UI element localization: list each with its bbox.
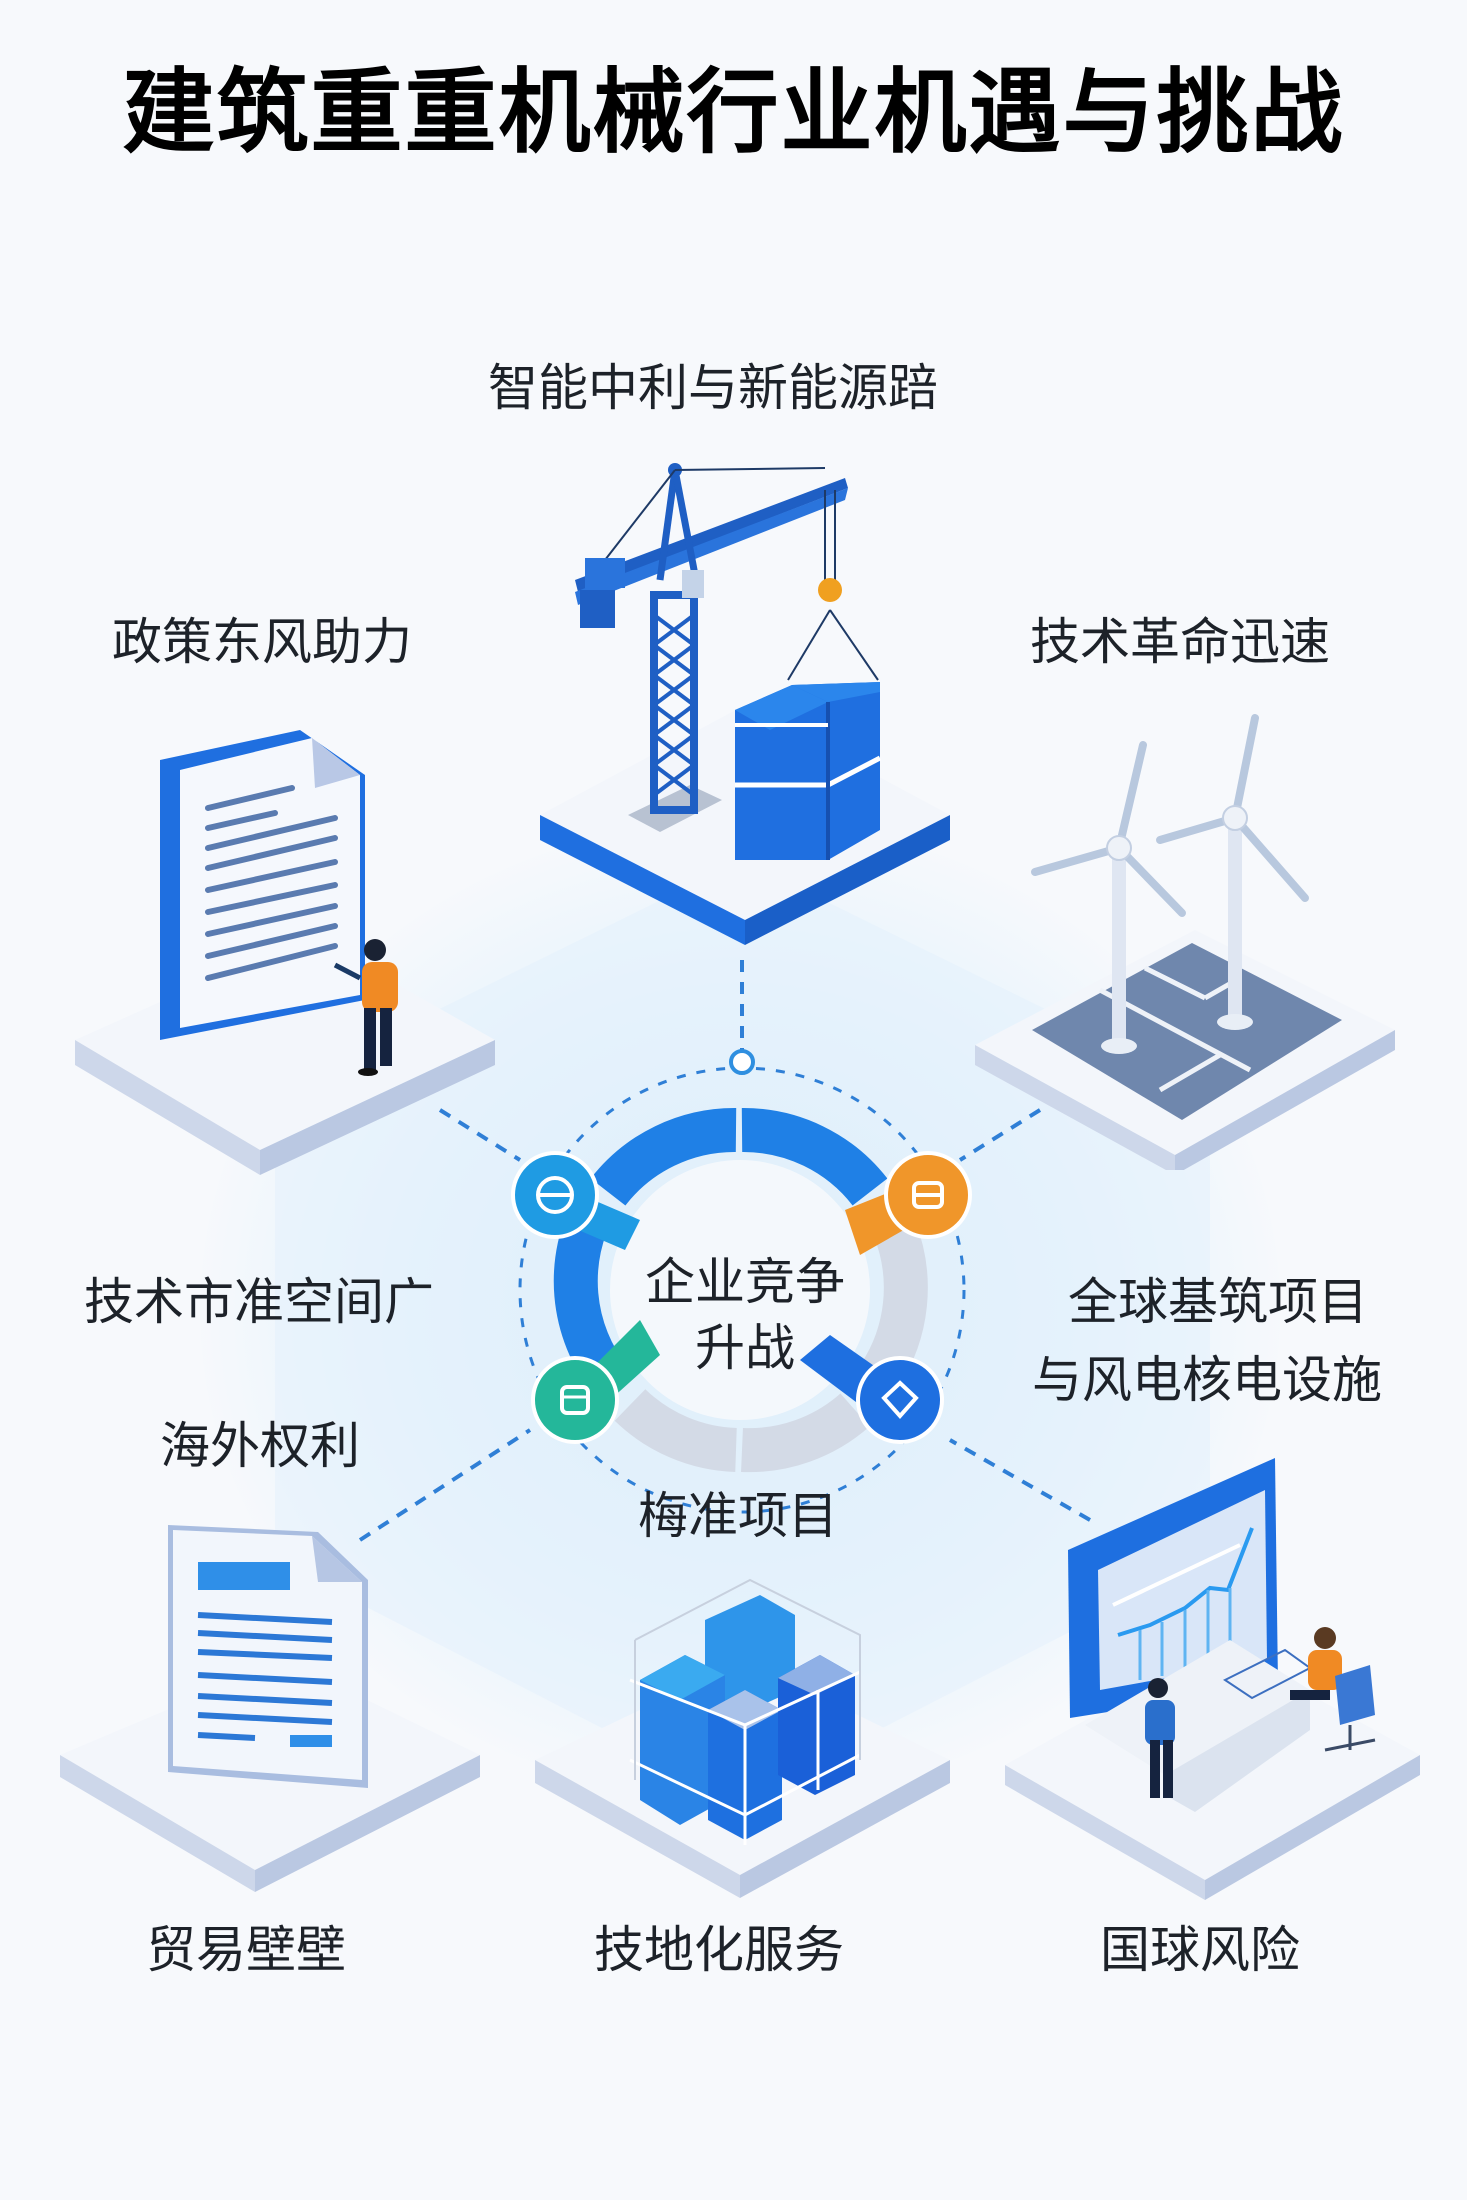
- label-global-risk: 国球风险: [1100, 1921, 1300, 1979]
- top-connector-node: [729, 1049, 755, 1075]
- policy-document-illustration: [75, 730, 495, 1175]
- label-localized-service: 技地化服务: [594, 1921, 844, 1979]
- monitor-workers-illustration: [1005, 1458, 1420, 1900]
- ring-segment: [741, 1393, 870, 1473]
- ring-segment: [614, 1388, 738, 1472]
- node-top-right[interactable]: [845, 1151, 972, 1255]
- crane-illustration: [540, 463, 950, 945]
- trade-document-illustration: [60, 1525, 480, 1892]
- center-title-line1: 企业竞争: [645, 1253, 845, 1311]
- label-trade-barriers: 贸易壁壁: [146, 1921, 346, 1979]
- ring-segment: [741, 1107, 888, 1206]
- label-tech-revolution: 技术革命迅速: [1030, 613, 1330, 671]
- ring-segment: [590, 1107, 737, 1206]
- node-bottom-left[interactable]: [531, 1320, 660, 1444]
- label-standard-projects: 梅准项目: [638, 1487, 838, 1545]
- wind-turbine-illustration: [975, 714, 1395, 1170]
- label-global-infra-2: 与风电核电设施: [1032, 1351, 1382, 1409]
- label-policy: 政策东风助力: [112, 613, 412, 671]
- localized-blocks-illustration: [535, 1578, 950, 1898]
- node-bottom-right[interactable]: [800, 1335, 944, 1444]
- competition-ring: [511, 1107, 972, 1473]
- label-global-infra-1: 全球基筑项目: [1068, 1273, 1368, 1331]
- page-title: 建筑重重机械行业机遇与挑战: [122, 59, 1345, 166]
- label-market-space: 技术市准空间广: [84, 1273, 434, 1331]
- label-overseas: 海外权利: [160, 1417, 360, 1475]
- center-title-line2: 升战: [695, 1319, 795, 1377]
- node-top-left[interactable]: [511, 1151, 640, 1250]
- label-smart-energy: 智能中利与新能源踣: [488, 359, 938, 417]
- ring-center: 企业竞争 升战: [500, 1070, 990, 1530]
